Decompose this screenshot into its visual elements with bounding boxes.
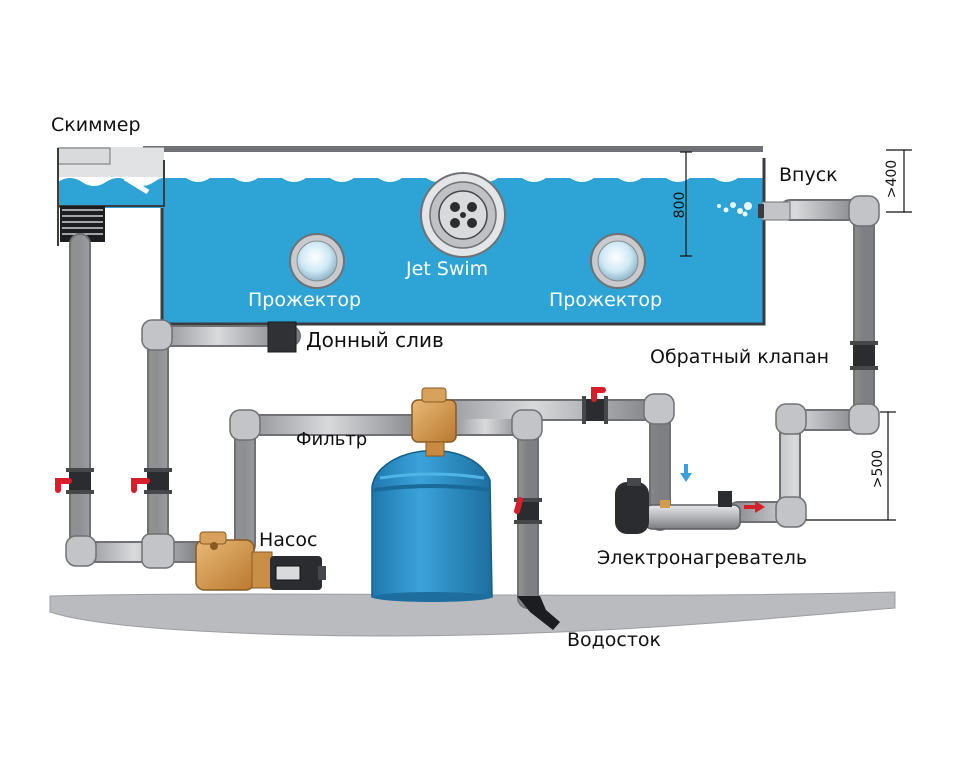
pump <box>195 531 326 591</box>
multiport-valve <box>411 387 457 457</box>
pool-wall <box>160 158 766 326</box>
label-depth-800: 800 <box>672 191 688 219</box>
dimension-heater <box>806 411 896 521</box>
inlet-nozzle <box>717 201 791 221</box>
spotlight-right <box>590 233 646 289</box>
check-valve <box>850 341 878 370</box>
main-drain-outlet <box>267 321 297 353</box>
pool-deck <box>143 146 763 152</box>
dimension-depth <box>680 151 692 257</box>
label-filter: Фильтр <box>296 429 368 450</box>
label-heater-height: >500 <box>870 449 886 489</box>
label-heater: Электронагреватель <box>597 547 808 569</box>
label-pump: Насос <box>259 529 318 551</box>
flow-arrow-down <box>680 464 692 482</box>
label-check-valve: Обратный клапан <box>650 346 830 368</box>
valve-bypass-heater <box>582 387 608 424</box>
flow-arrow-right <box>744 501 765 513</box>
valve-waste-line <box>514 497 542 524</box>
dimension-inlet <box>886 149 912 213</box>
label-inlet-height: >400 <box>884 159 900 199</box>
label-spotlight-left: Прожектор <box>248 289 362 311</box>
skimmer <box>57 147 165 246</box>
filter-tank <box>371 449 493 602</box>
valve-skimmer-line <box>55 468 94 494</box>
label-jet-swim: Jet Swim <box>406 258 489 280</box>
label-skimmer: Скиммер <box>51 114 141 136</box>
pool-wave <box>162 172 763 182</box>
label-inlet: Впуск <box>779 164 838 186</box>
electric-heater <box>615 478 741 534</box>
spotlight-left <box>289 233 345 289</box>
label-spotlight-right: Прожектор <box>549 289 663 311</box>
jet-swim-unit <box>420 172 506 258</box>
label-drain: Водосток <box>567 629 662 651</box>
valve-drain-line <box>131 468 172 494</box>
label-main-drain: Донный слив <box>306 328 444 352</box>
pipe-fittings <box>65 195 880 569</box>
waste-drain-pipe <box>517 596 560 630</box>
